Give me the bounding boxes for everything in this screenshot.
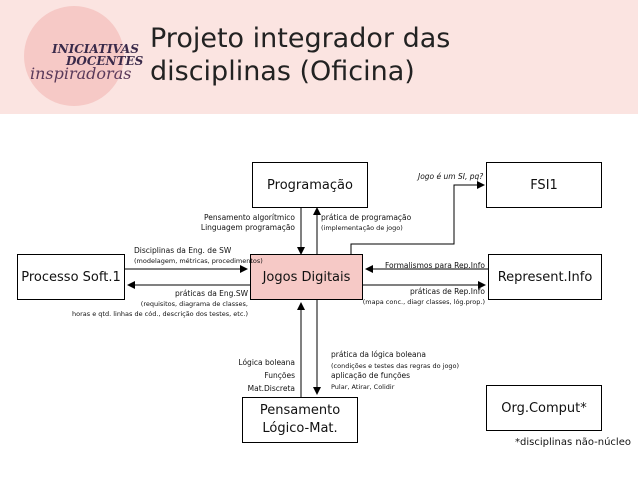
label-pratica-log-1: prática da lógica boleana [331,350,426,359]
node-fsi1: FSI1 [486,162,602,208]
logo-line-2: DOCENTES [66,54,144,68]
label-disc-eng: Disciplinas da Eng. de SW (modelagem, mé… [134,246,263,266]
label-pens-alg-1: Pensamento algorítmico [204,213,295,222]
label-formalismos: Formalismos para Rep.Info [385,261,485,270]
node-programacao: Programação [252,162,368,208]
logo-line-1: INICIATIVAS [52,42,139,56]
label-pratica-log-4: Pular, Atirar, Colidir [331,382,395,391]
label-praticas-rep-2: (mapa conc., diagr classes, lóg.prop.) [362,298,485,306]
label-jogo-si: Jogo é um SI, pq? [418,172,484,181]
node-processo-soft: Processo Soft.1 [17,254,125,300]
label-pratica-prog: prática de programação (implementação de… [321,213,411,233]
label-pratica-prog-1: prática de programação [321,213,412,222]
label-praticas-eng-1: práticas da Eng.SW [174,289,248,298]
label-disc-eng-1: Disciplinas da Eng. de SW [134,246,232,255]
node-jogos-digitais: Jogos Digitais [250,254,363,300]
label-logica: Lógica boleana Funções Mat.Discreta [238,356,295,395]
node-pensamento-logico: Pensamento Lógico-Mat. [242,397,358,443]
label-praticas-rep-1: práticas de Rep.Info [409,287,485,296]
label-praticas-eng-3: horas e qtd. linhas de cód., descrição d… [72,310,248,318]
logo-circle [24,6,124,106]
label-pens-algoritmico: Pensamento algorítmico Linguagem program… [201,213,295,233]
title-line-2: disciplinas (Oficina) [150,56,415,87]
label-pratica-log-3: aplicação de funções [331,371,411,380]
label-praticas-rep: práticas de Rep.Info (mapa conc., diagr … [363,287,485,307]
node-org-comput: Org.Comput* [486,385,602,431]
arrow-jogos-to-fsi1 [350,181,485,254]
label-logica-1: Lógica boleana [238,358,295,367]
footnote: *disciplinas não-núcleo [515,437,631,448]
label-pratica-logica: prática da lógica boleana (condições e t… [331,350,459,392]
label-logica-2: Funções [264,371,295,380]
node-pensamento-line-2: Lógico-Mat. [262,421,338,436]
node-pensamento-line-1: Pensamento [259,403,341,418]
label-praticas-eng: práticas da Eng.SW (requisitos, diagrama… [72,289,248,319]
label-logica-3: Mat.Discreta [247,384,295,393]
label-pratica-log-2: (condições e testes das regras do jogo) [331,361,460,370]
label-disc-eng-2: (modelagem, métricas, procedimentos) [134,257,263,265]
logo-line-3: inspiradoras [30,64,132,83]
label-pens-alg-2: Linguagem programação [200,223,295,232]
logo: INICIATIVAS DOCENTES inspiradoras [10,4,144,108]
node-represent-info: Represent.Info [488,254,602,300]
label-pratica-prog-2: (implementação de jogo) [321,224,403,232]
slide-title: Projeto integrador das disciplinas (Ofic… [150,22,450,88]
title-line-1: Projeto integrador das [150,23,451,54]
label-praticas-eng-2: (requisitos, diagrama de classes, [140,300,248,308]
